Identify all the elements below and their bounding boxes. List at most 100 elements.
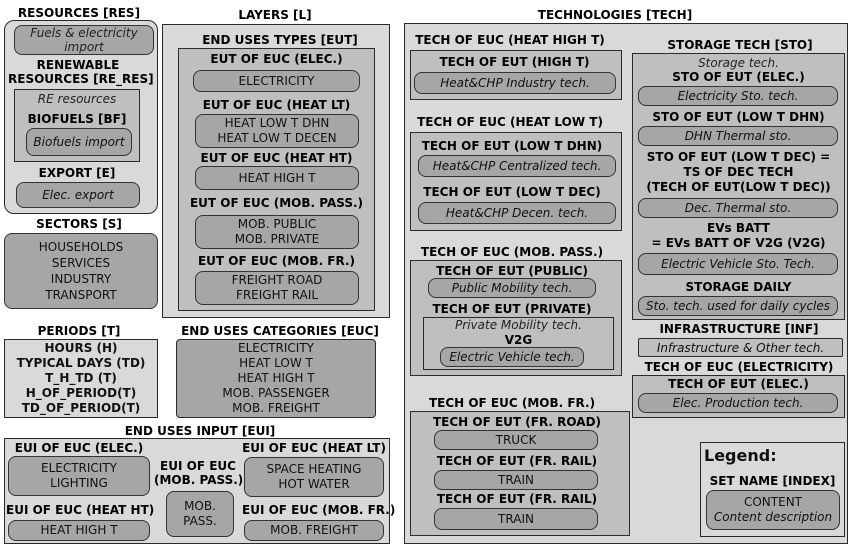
eut-electricity-label: ELECTRICITY [238,73,315,88]
sto-dec-title-line-1: STO OF EUT (LOW T DEC) = [646,150,831,164]
tech-elec-item: Elec. Production tech. [638,393,838,413]
eui-mob-pass-title-line-2: (MOB. PASS.) [154,473,244,487]
eui-heat-ht-item: HEAT HIGH T [8,520,150,541]
periods-box: HOURS (H) TYPICAL DAYS (TD) T_H_TD (T) H… [4,339,158,418]
euc-heat-low: HEAT LOW T [239,356,313,370]
daily-sto-label: Sto. tech. used for daily cycles [645,298,831,313]
tech-mob-fr-title: TECH OF EUC (MOB. FR.) [428,396,596,410]
sto-evs-item: Electric Vehicle Sto. Tech. [638,253,838,275]
eut-mob-private-label: MOB. PRIVATE [234,232,320,246]
eut-heat-low-decen-label: HEAT LOW T DECEN [217,131,337,145]
eui-lighting-label: LIGHTING [50,476,108,490]
ev-sto-label: Electric Vehicle Sto. Tech. [661,256,815,271]
renewable-title: RENEWABLE RESOURCES [RE_RES] [8,58,154,86]
infra-item: Infrastructure & Other tech. [638,338,843,357]
tech-mob-pass-title: TECH OF EUC (MOB. PASS.) [420,245,604,259]
euc-heat-high: HEAT HIGH T [237,371,315,385]
sector-industry: INDUSTRY [50,272,112,286]
sector-services: SERVICES [51,256,111,270]
eut-mob-fr-item: FREIGHT ROAD FREIGHT RAIL [195,271,359,305]
tech-eut-elec-title: TECH OF EUT (ELEC.) [668,377,809,391]
eui-heat-ht-title: EUI OF EUC (HEAT HT) [6,503,155,517]
eut-heat-high-label: HEAT HIGH T [238,170,316,185]
tech-truck-item: TRUCK [434,430,598,450]
eui-heat-lt-title: EUI OF EUC (HEAT LT) [242,441,386,455]
train-label-1: TRAIN [498,472,534,487]
sto-evs-title: EVs BATT = EVs BATT OF V2G (V2G) [632,221,845,251]
export-title: EXPORT [E] [38,166,116,180]
sectors-box: HOUSEHOLDS SERVICES INDUSTRY TRANSPORT [4,233,158,309]
tech-train-item-1: TRAIN [434,470,598,490]
heat-chp-industry-label: Heat&CHP Industry tech. [440,75,590,90]
tech-eut-public-title: TECH OF EUT (PUBLIC) [436,264,588,278]
tech-heat-low-dec-item: Heat&CHP Decen. tech. [418,202,616,224]
renewable-title-line-1: RENEWABLE [36,58,120,72]
sto-elec-title: STO OF EUT (ELEC.) [672,70,805,84]
eut-heat-low-dhn-label: HEAT LOW T DHN [224,116,330,130]
period-h-of-period: H_OF_PERIOD(T) [25,386,137,400]
sto-dec-item: Dec. Thermal sto. [638,198,838,218]
legend-set-name: SET NAME [INDEX] [709,474,836,488]
tech-eut-low-dhn-title: TECH OF EUT (LOW T DHN) [421,139,603,153]
eui-hot-water-label: HOT WATER [278,477,350,491]
eut-mob-pass-item: MOB. PUBLIC MOB. PRIVATE [195,215,359,249]
eut-elec-title: EUT OF EUC (ELEC.) [210,52,343,66]
electricity-sto-label: Electricity Sto. tech. [677,88,799,103]
eui-title: END USES INPUT [EUI] [124,424,276,438]
electric-vehicle-label: Electric Vehicle tech. [449,349,575,364]
euc-electricity: ELECTRICITY [237,341,314,355]
biofuels-title: BIOFUELS [BF] [27,112,127,126]
eut-mob-public-label: MOB. PUBLIC [237,217,317,231]
fuels-import-label: Fuels & electricity import [30,26,138,54]
period-td-of-period: TD_OF_PERIOD(T) [21,401,141,415]
storage-title: STORAGE TECH [STO] [667,38,813,52]
tech-eut-low-dec-title: TECH OF EUT (LOW T DEC) [423,185,601,199]
eui-space-heating-label: SPACE HEATING [266,462,362,476]
train-label-2: TRAIN [498,511,534,526]
sto-dec-title-line-3: (TECH OF EUT(LOW T DEC)) [646,180,831,194]
legend-description-label: Content description [713,510,833,524]
sto-dec-title-line-2: TS OF DEC TECH [683,165,794,179]
layers-title: LAYERS [L] [238,8,312,22]
euc-title: END USES CATEGORIES [EUC] [181,324,379,338]
eui-heat-lt-item: SPACE HEATING HOT WATER [244,457,384,497]
elec-export-item: Elec. export [16,182,140,208]
eut-title: END USES TYPES [EUT] [202,33,358,47]
tech-heat-high-title: TECH OF EUC (HEAT HIGH T) [415,33,605,47]
tech-eut-high-title: TECH OF EUT (HIGH T) [439,55,590,69]
eut-mob-pass-title: EUT OF EUC (MOB. PASS.) [189,196,364,210]
eui-mob-fr-title: EUI OF EUC (MOB. FR.) [242,503,396,517]
storage-subtitle: Storage tech. [698,56,779,70]
sto-elec-item: Electricity Sto. tech. [638,86,838,106]
fuels-import-item: Fuels & electricity import [14,25,154,55]
eut-elec-item: ELECTRICITY [193,70,360,92]
resources-title: RESOURCES [RES] [17,6,141,20]
eui-heat-high-label: HEAT HIGH T [40,523,118,537]
dhn-thermal-sto-label: DHN Thermal sto. [684,128,792,143]
eui-mob-pass-title-line-1: EUI OF EUC [160,459,236,473]
eui-mob-fr-item: MOB. FREIGHT [244,520,384,541]
euc-mob-freight: MOB. FREIGHT [232,401,320,415]
sectors-title: SECTORS [S] [36,217,122,231]
legend-content-label: CONTENT [743,495,803,509]
eui-electricity-label: ELECTRICITY [40,461,117,475]
sto-evs-title-line-1: EVs BATT [707,221,770,235]
tech-eut-rail-title-1: TECH OF EUT (FR. RAIL) [436,454,598,468]
tech-heat-low-dhn-item: Heat&CHP Centralized tech. [418,155,616,177]
heat-chp-centralized-label: Heat&CHP Centralized tech. [432,158,602,173]
private-mobility-label: Private Mobility tech. [455,318,582,332]
tech-public-item: Public Mobility tech. [428,278,596,298]
elec-export-label: Elec. export [42,187,114,202]
tech-eut-road-title: TECH OF EUT (FR. ROAD) [432,415,602,429]
sector-transport: TRANSPORT [45,288,117,302]
eui-elec-item: ELECTRICITY LIGHTING [8,456,150,496]
re-resources-label: RE resources [37,92,117,106]
euc-mob-passenger: MOB. PASSENGER [222,386,330,400]
legend-content-item: CONTENT Content description [706,490,840,530]
legend-title: Legend: [704,446,777,465]
eut-freight-road-label: FREIGHT ROAD [231,273,323,287]
tech-heat-low-title: TECH OF EUC (HEAT LOW T) [417,115,603,129]
infra-title: INFRASTRUCTURE [INF] [659,322,819,336]
eut-freight-rail-label: FREIGHT RAIL [235,288,319,302]
eui-elec-title: EUI OF EUC (ELEC.) [14,441,144,455]
